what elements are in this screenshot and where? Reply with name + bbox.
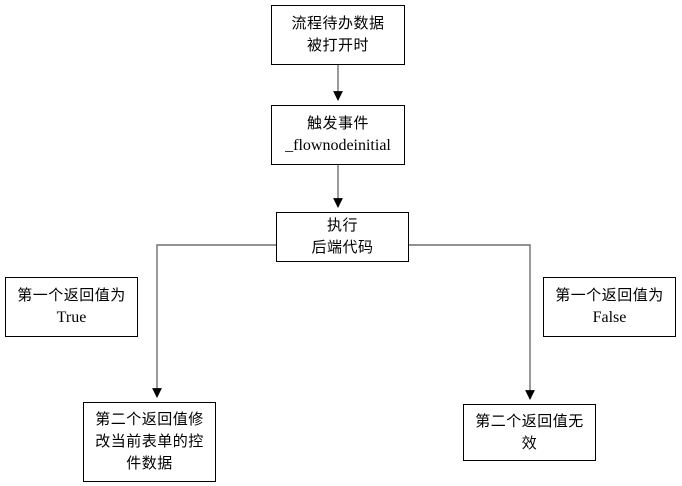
edge-exec-to-false-result — [409, 244, 535, 400]
node-start-line-1: 流程待办数据 — [291, 15, 385, 32]
edge-exec-to-true-result — [152, 244, 276, 398]
node-second-return-value-modifies-form[interactable]: 第二个返回值修 改当前表单的控 件数据 — [83, 402, 216, 482]
node-exec-line-2: 后端代码 — [311, 239, 374, 256]
node-true-result-line-2: 改当前表单的控 — [95, 433, 204, 450]
label-first-return-value-true[interactable]: 第一个返回值为 True — [5, 277, 138, 337]
label-false-line-1: 第一个返回值为 — [555, 287, 664, 304]
label-false-line-2: False — [592, 309, 627, 326]
node-false-result-line-2: 效 — [521, 434, 538, 452]
node-trigger-event[interactable]: 触发事件 _flownodeinitial — [271, 105, 405, 165]
label-true-line-1: 第一个返回值为 — [17, 287, 126, 304]
node-false-result-line-1: 第二个返回值无 — [475, 412, 584, 430]
node-exec-line-1: 执行 — [326, 217, 358, 234]
node-true-result-line-3: 件数据 — [126, 455, 173, 472]
node-execute-backend-code[interactable]: 执行 后端代码 — [276, 212, 409, 262]
node-true-result-line-1: 第二个返回值修 — [95, 411, 204, 428]
node-event-line-2: _flownodeinitial — [285, 137, 391, 154]
node-second-return-value-invalid[interactable]: 第二个返回值无 效 — [463, 404, 596, 461]
node-start-line-2: 被打开时 — [306, 37, 369, 54]
label-first-return-value-false[interactable]: 第一个返回值为 False — [543, 277, 676, 337]
node-event-line-1: 触发事件 — [306, 115, 369, 132]
node-start-trigger[interactable]: 流程待办数据 被打开时 — [271, 5, 405, 65]
label-true-line-2: True — [56, 309, 87, 326]
